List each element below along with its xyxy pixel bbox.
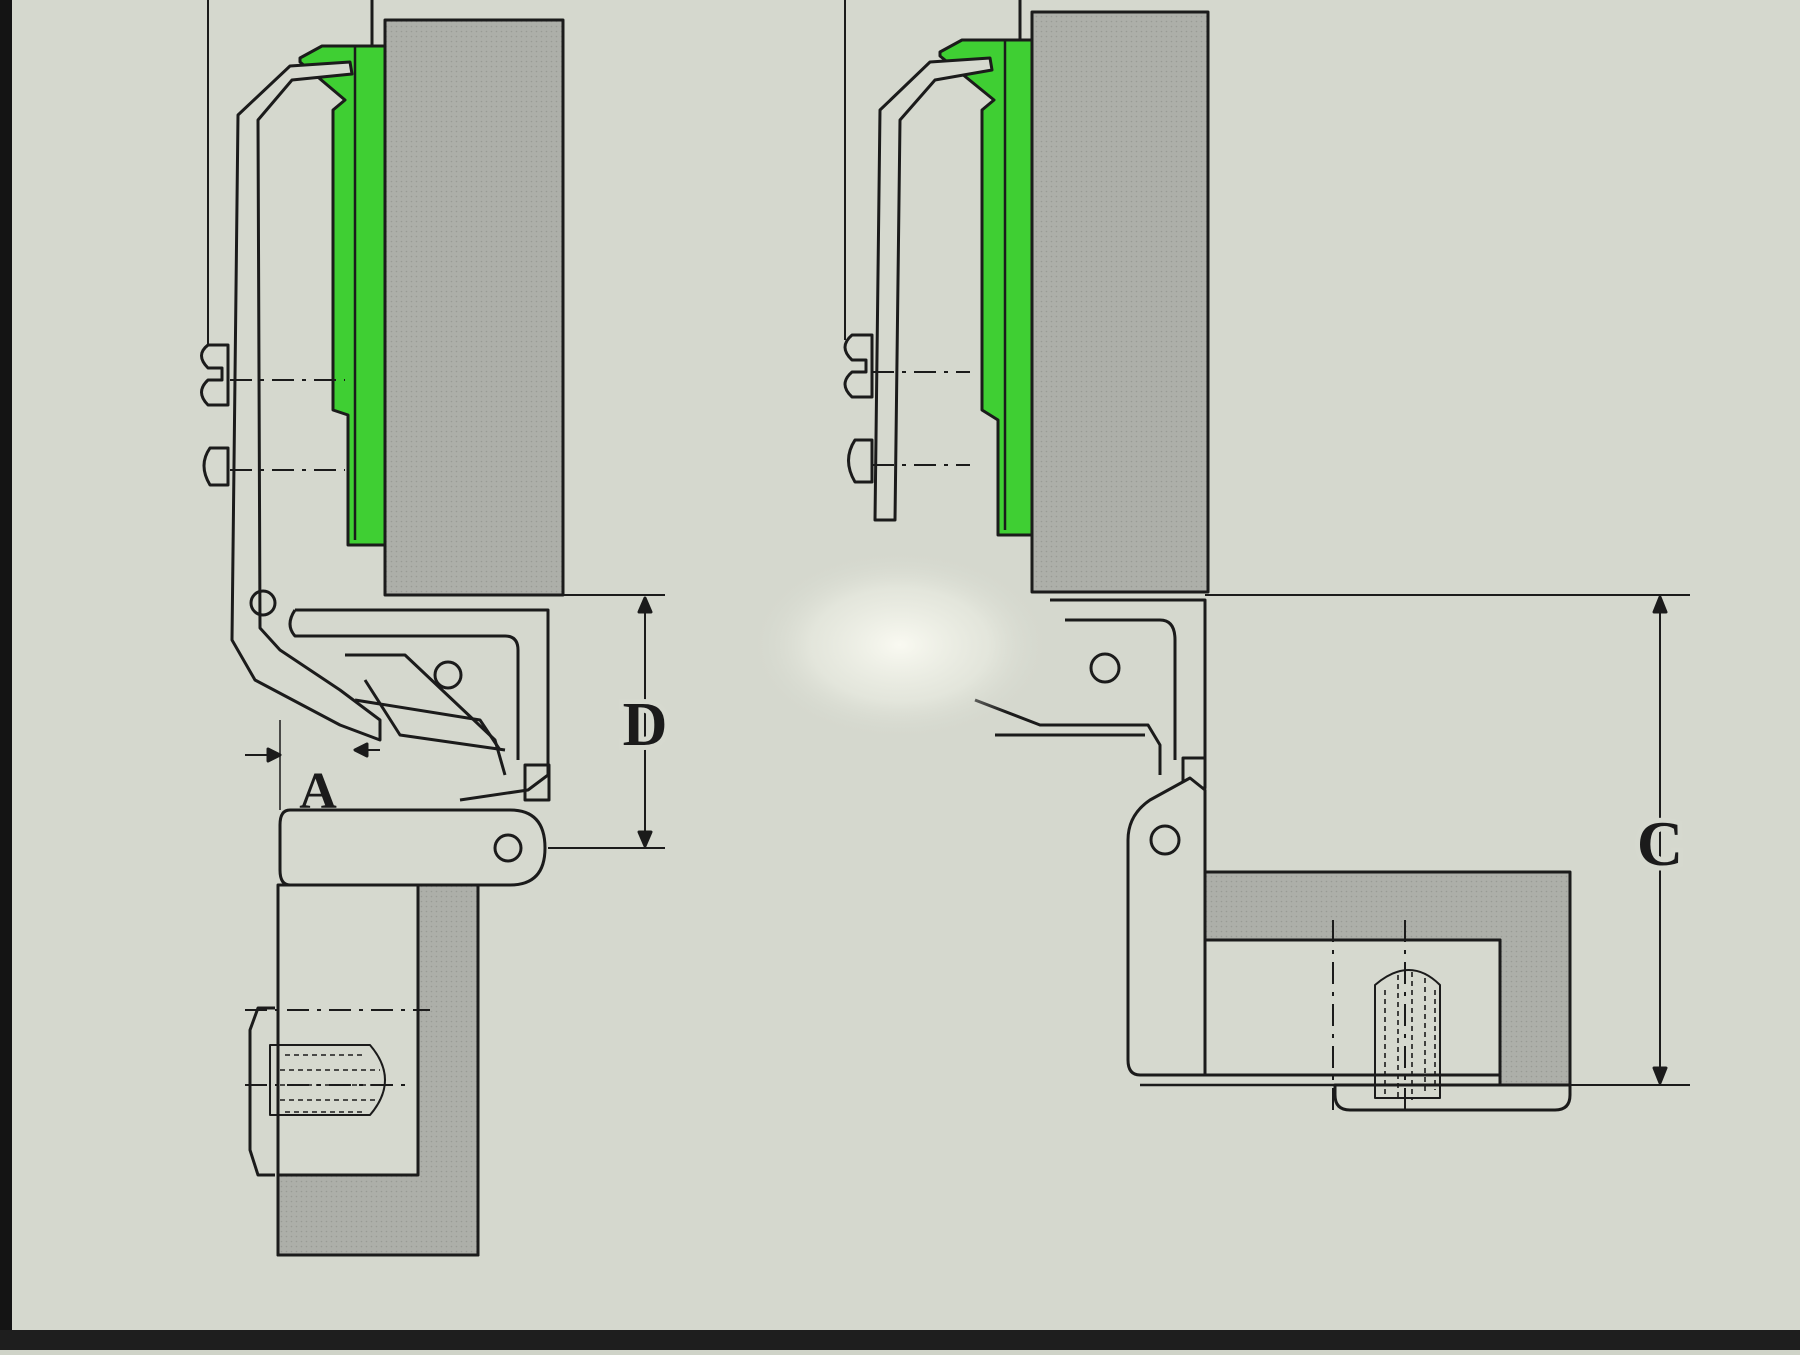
right-side-panel — [1030, 10, 1210, 594]
dimension-label-d: D — [623, 691, 668, 759]
right-hinge-drawing — [843, 0, 1690, 1115]
right-screw-lower — [847, 438, 874, 484]
left-hinge-drawing — [200, 0, 665, 1257]
right-hinge-cup — [1126, 776, 1207, 1077]
right-pivot-bottom — [1149, 824, 1181, 856]
left-mounting-plate — [298, 44, 387, 547]
dimension-label-a: A — [299, 763, 337, 820]
left-hinge-arm — [230, 60, 382, 742]
left-side-panel — [383, 18, 565, 597]
right-hinge-arm — [873, 56, 994, 522]
left-border-bar — [0, 0, 12, 1350]
right-pivot-mid — [1089, 652, 1121, 684]
left-pivot-mid — [433, 660, 463, 690]
left-screw-upper — [200, 343, 230, 407]
dimension-label-c: C — [1637, 808, 1683, 879]
photo-glare — [750, 550, 1050, 740]
left-pivot-top — [249, 589, 277, 617]
right-screw-body — [1374, 969, 1441, 1099]
bottom-border-bar — [0, 1330, 1800, 1350]
left-screw-lower — [202, 446, 230, 487]
left-hinge-cup — [278, 808, 547, 887]
left-pivot-bottom — [493, 833, 523, 863]
right-mounting-plate — [938, 38, 1034, 537]
right-screw-upper — [843, 333, 874, 399]
left-screw-body — [269, 1044, 386, 1116]
